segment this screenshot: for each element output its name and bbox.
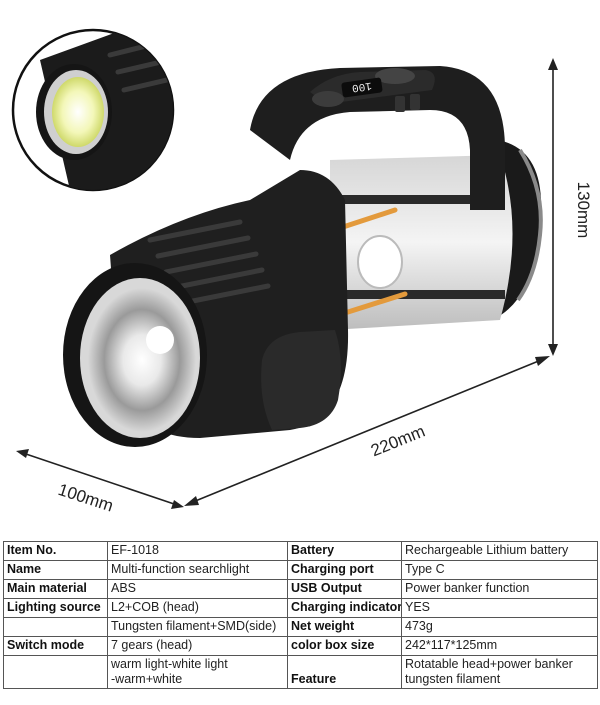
spec-key xyxy=(3,617,108,637)
spec-key: Main material xyxy=(3,579,108,599)
height-label: 130mm xyxy=(574,182,593,239)
table-row: Switch mode 7 gears (head) color box siz… xyxy=(3,636,598,656)
spec-value: L2+COB (head) xyxy=(107,598,288,618)
spec-key: Charging port xyxy=(287,560,402,580)
table-row: Item No. EF-1018 Battery Rechargeable Li… xyxy=(3,541,598,561)
spec-value: Tungsten filament+SMD(side) xyxy=(107,617,288,637)
spec-key: Switch mode xyxy=(3,636,108,656)
spec-value-line: tungsten filament xyxy=(405,672,501,686)
spec-key: Net weight xyxy=(287,617,402,637)
cooling-fins xyxy=(147,219,271,307)
spec-table: Item No. EF-1018 Battery Rechargeable Li… xyxy=(3,541,598,689)
power-button[interactable] xyxy=(312,91,344,107)
spec-value: ABS xyxy=(107,579,288,599)
spec-key: Name xyxy=(3,560,108,580)
searchlight-head xyxy=(63,263,207,447)
cob-detail-inset xyxy=(11,28,175,192)
table-row: Main material ABS USB Output Power banke… xyxy=(3,579,598,599)
spec-value: YES xyxy=(401,598,598,618)
spec-value-line: warm light-white light xyxy=(111,657,228,671)
spec-value-line: -warm+white xyxy=(111,672,183,686)
table-row: Lighting source L2+COB (head) Charging i… xyxy=(3,598,598,618)
battery-readout: 100 xyxy=(351,79,372,94)
width-dimension: 100mm xyxy=(16,449,184,516)
spec-key: Item No. xyxy=(3,541,108,561)
spec-value: Multi-function searchlight xyxy=(107,560,288,580)
table-row: Tungsten filament+SMD(side) Net weight 4… xyxy=(3,617,598,637)
spec-value: Rotatable head+power banker tungsten fil… xyxy=(401,655,598,689)
spec-value: EF-1018 xyxy=(107,541,288,561)
table-row: Name Multi-function searchlight Charging… xyxy=(3,560,598,580)
spec-key: color box size xyxy=(287,636,402,656)
side-mode-button[interactable] xyxy=(261,330,341,430)
spec-key: USB Output xyxy=(287,579,402,599)
table-row: warm light-white light -warm+white Featu… xyxy=(3,655,598,689)
usb-port-cover[interactable] xyxy=(375,68,415,84)
height-dimension: 130mm xyxy=(548,58,593,356)
spec-value: 242*117*125mm xyxy=(401,636,598,656)
spec-value: 473g xyxy=(401,617,598,637)
width-label: 100mm xyxy=(56,480,116,516)
spec-value: Type C xyxy=(401,560,598,580)
spec-key xyxy=(3,655,108,689)
spec-key: Lighting source xyxy=(3,598,108,618)
spec-value: Rechargeable Lithium battery xyxy=(401,541,598,561)
spec-key: Charging indicator xyxy=(287,598,402,618)
spec-value: Power banker function xyxy=(401,579,598,599)
spec-value: 7 gears (head) xyxy=(107,636,288,656)
spec-value: warm light-white light -warm+white xyxy=(107,655,288,689)
product-illustration: 130mm 220mm 100mm 100 xyxy=(11,28,593,516)
side-lantern xyxy=(330,155,513,330)
control-panel: 100 xyxy=(310,68,435,112)
spec-key: Battery xyxy=(287,541,402,561)
spec-value-line: Rotatable head+power banker xyxy=(405,657,573,671)
spec-key: Feature xyxy=(287,655,402,689)
